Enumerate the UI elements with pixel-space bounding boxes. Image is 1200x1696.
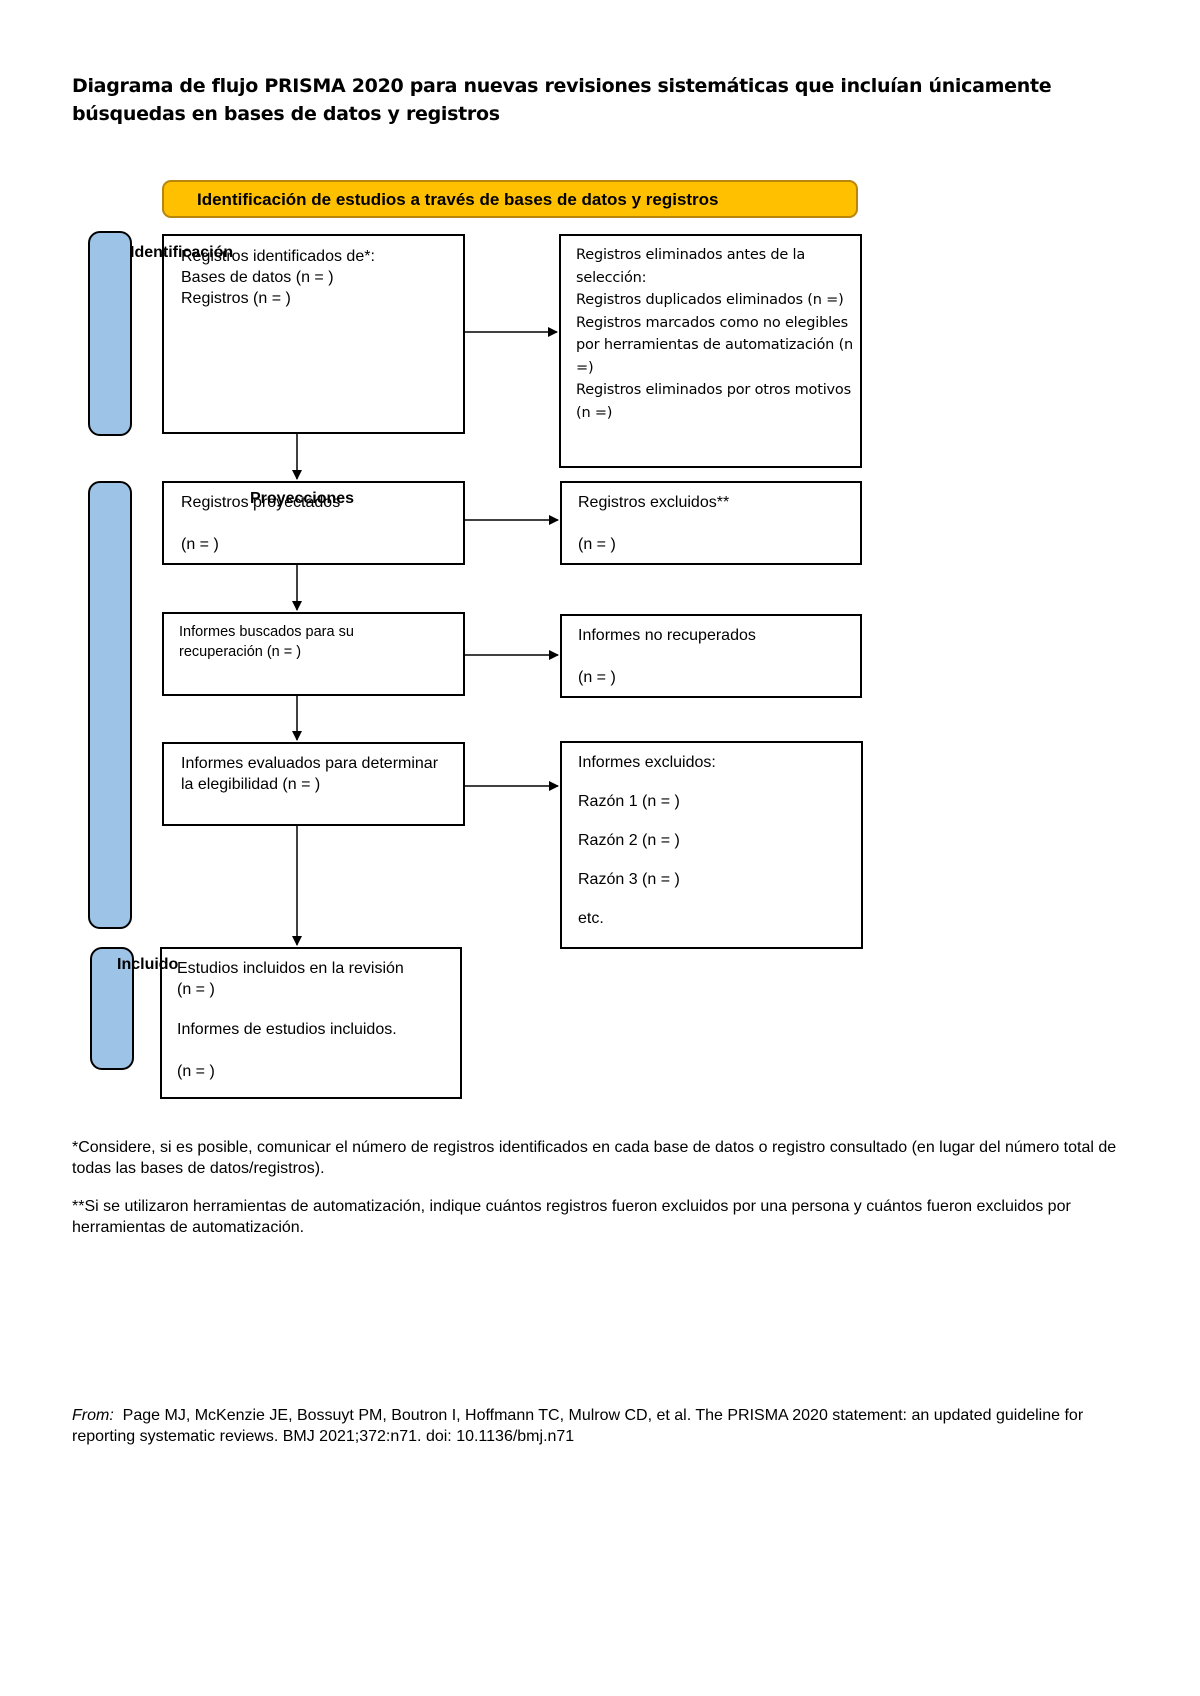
records-removed-box: Registros eliminados antes de la selecci… [559, 234, 862, 468]
studies-included-text: Estudios incluidos en la revisión (n = ) [177, 960, 404, 998]
reports-not-retrieved-box: Informes no recuperados (n = ) [560, 614, 862, 698]
records-identified-box: Registros identificados de*: Bases de da… [162, 234, 465, 434]
citation: From: Page MJ, McKenzie JE, Bossuyt PM, … [72, 1405, 1142, 1447]
records-screened-box: Registros proyectados (n = ) [162, 481, 465, 565]
studies-included-box: Estudios incluidos en la revisión (n = )… [160, 947, 462, 1099]
records-excluded-box: Registros excluidos** (n = ) [560, 481, 862, 565]
banner-label: Identificación de estudios a través de b… [197, 190, 719, 209]
records-excluded-text: Registros excluidos** (n = ) [578, 494, 730, 553]
reports-excluded-box: Informes excluidos: Razón 1 (n = ) Razón… [560, 741, 863, 949]
citation-from: From: [72, 1407, 114, 1424]
records-identified-text: Registros identificados de*: Bases de da… [181, 248, 375, 307]
reports-sought-text: Informes buscados para su recuperación (… [179, 624, 354, 660]
reports-sought-box: Informes buscados para su recuperación (… [162, 612, 465, 696]
records-screened-text: Registros proyectados (n = ) [181, 494, 341, 553]
reports-assessed-text: Informes evaluados para determinar la el… [181, 755, 439, 793]
phase-bar-identification [88, 231, 132, 436]
records-removed-text: Registros eliminados antes de la selecci… [576, 247, 854, 421]
phase-label-included: Incluido [117, 956, 179, 973]
reports-included-text: Informes de estudios incluidos. (n = ) [177, 1021, 397, 1080]
reports-excluded-text: Informes excluidos: Razón 1 (n = ) Razón… [578, 754, 716, 927]
phase-bar-included [90, 947, 134, 1070]
footnote-2: **Si se utilizaron herramientas de autom… [72, 1198, 1071, 1236]
phase-label-identification: Identificación [130, 244, 234, 261]
reports-not-retrieved-text: Informes no recuperados (n = ) [578, 627, 756, 686]
identification-banner: Identificación de estudios a través de b… [162, 180, 858, 218]
reports-assessed-box: Informes evaluados para determinar la el… [162, 742, 465, 826]
page-title: Diagrama de flujo PRISMA 2020 para nueva… [72, 75, 1052, 125]
phase-label-screening: Proyecciones [250, 490, 355, 507]
footnote-1: *Considere, si es posible, comunicar el … [72, 1139, 1117, 1177]
phase-bar-screening [88, 481, 132, 929]
citation-text: Page MJ, McKenzie JE, Bossuyt PM, Boutro… [72, 1407, 1084, 1445]
